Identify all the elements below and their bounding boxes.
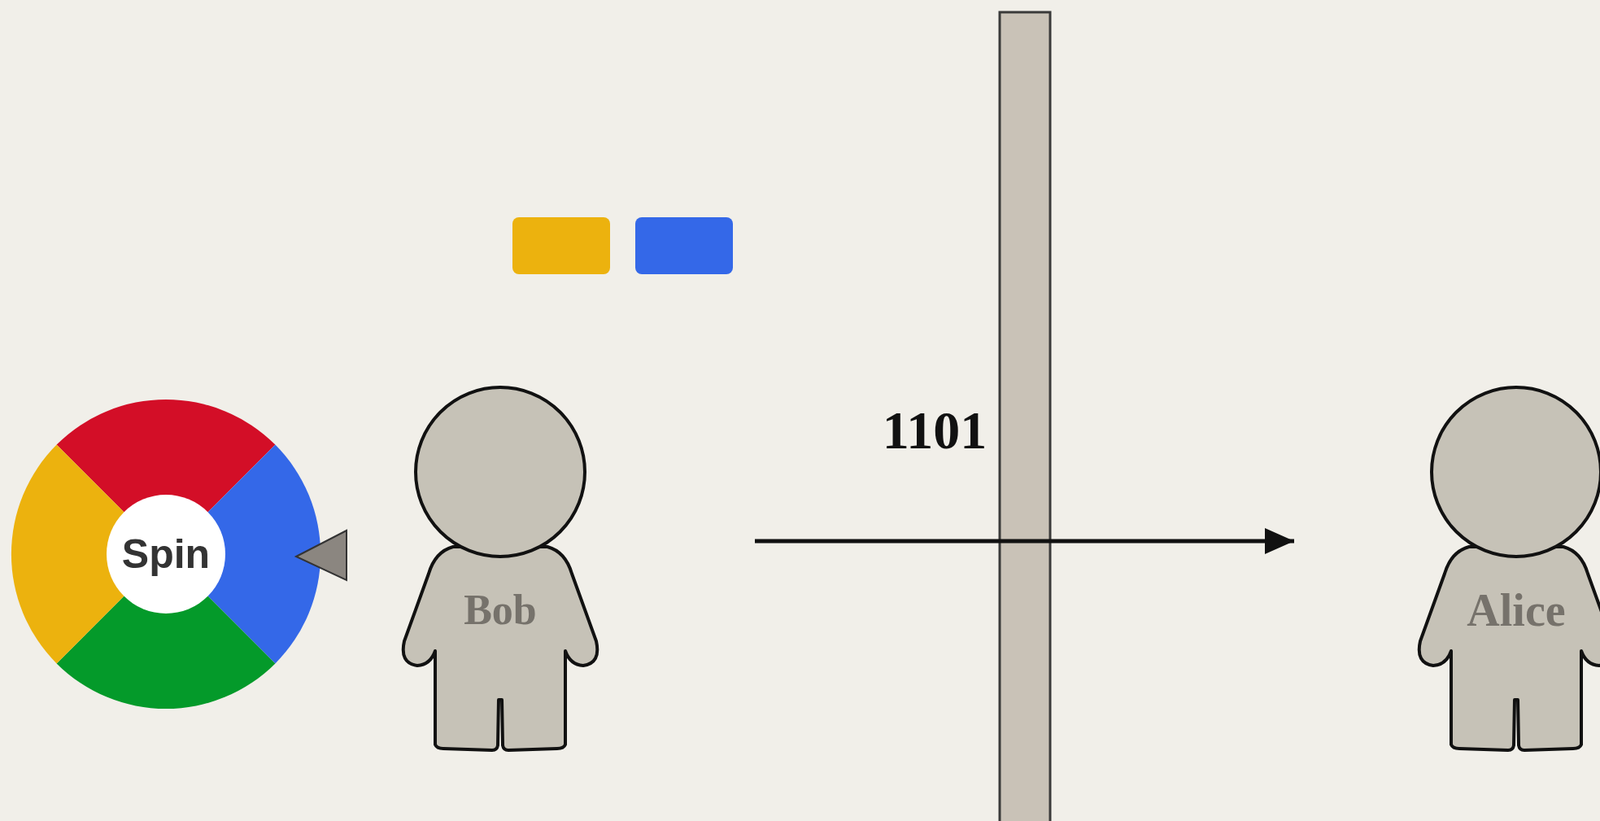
- bit-string: 1101: [882, 403, 987, 458]
- person-body: [403, 546, 598, 750]
- person-name: Bob: [394, 588, 606, 632]
- spinner-wheel: [11, 399, 321, 709]
- person-head: [415, 387, 585, 557]
- message-arrow: [754, 539, 1295, 544]
- person-name: Alice: [1410, 587, 1600, 633]
- person-figure: Alice: [1410, 382, 1600, 757]
- center-circle: [106, 494, 226, 614]
- person-outline: [394, 382, 606, 757]
- person-head: [1431, 387, 1600, 557]
- spin-button: Spin: [104, 492, 227, 615]
- person-body: [1419, 546, 1600, 750]
- color-card: [512, 217, 611, 275]
- wheel-pointer: [296, 530, 347, 580]
- person-figure: Bob: [394, 382, 606, 757]
- color-card: [635, 217, 733, 275]
- wall-bar: [999, 12, 1051, 821]
- button-label: Spin: [122, 533, 210, 575]
- person-outline: [1410, 382, 1600, 757]
